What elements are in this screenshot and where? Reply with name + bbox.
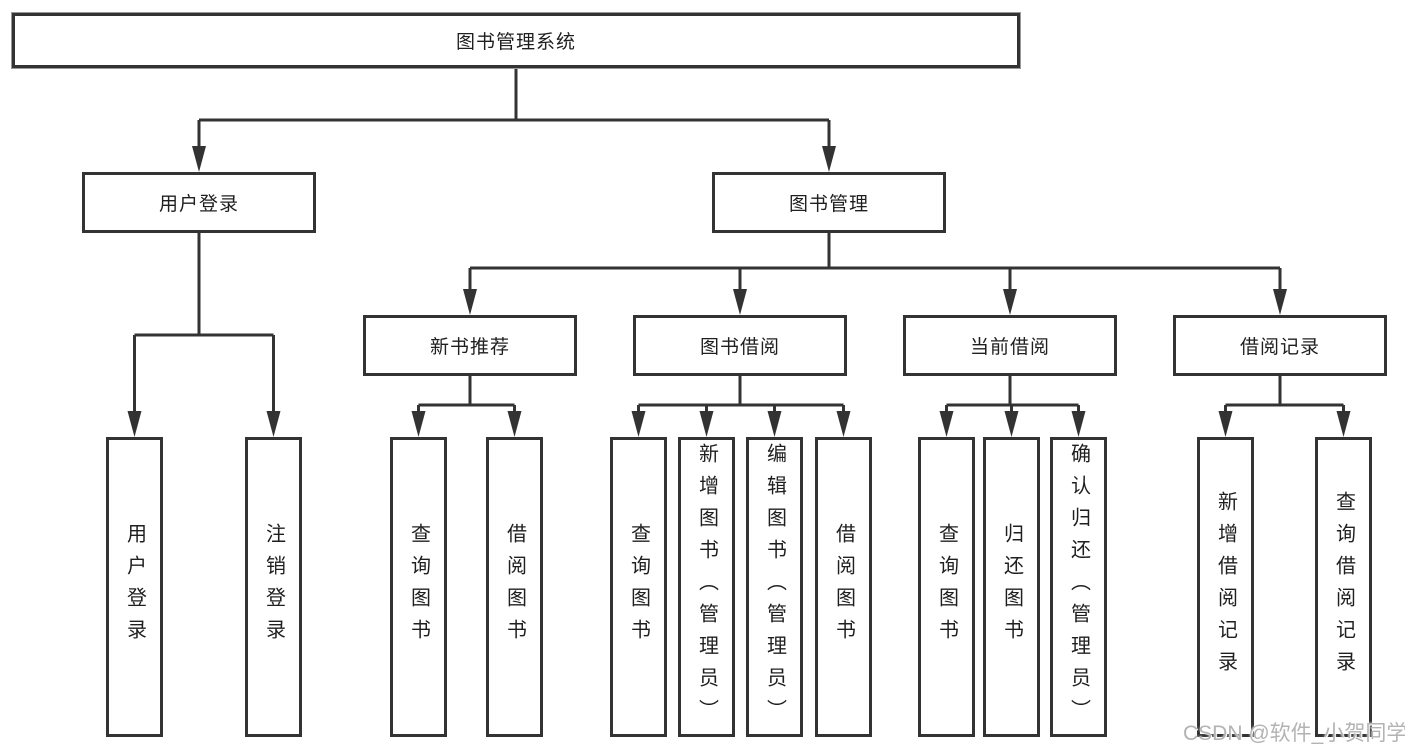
leaf-query-borrow-record: 查询借阅记录 (1315, 437, 1372, 737)
leaf-label: 查询图书 (407, 523, 430, 651)
node-label: 当前借阅 (969, 337, 1050, 358)
leaf-label: 查询借阅记录 (1332, 491, 1355, 683)
csdn-watermark: CSDN @软件_小贺同学 (1183, 722, 1405, 745)
node-label: 新书推荐 (429, 337, 510, 358)
leaf-logout: 注销登录 (245, 437, 302, 737)
node-new-book-recommend: 新书推荐 (363, 315, 577, 376)
leaf-confirm-return-admin: 确认归还（管理员） (1050, 437, 1107, 737)
arrowhead (767, 411, 782, 437)
node-borrow-records: 借阅记录 (1173, 315, 1387, 376)
arrowhead (1003, 289, 1017, 315)
leaf-label: 归还图书 (1000, 523, 1023, 651)
leaf-label: 借阅图书 (503, 523, 526, 651)
leaf-edit-book-admin: 编辑图书（管理员） (746, 437, 803, 737)
leaf-label: 注销登录 (262, 523, 285, 651)
leaf-label: 新增图书（管理员） (695, 443, 718, 731)
leaf-return-book: 归还图书 (983, 437, 1040, 737)
leaf-label: 用户登录 (123, 523, 146, 651)
leaf-add-borrow-record: 新增借阅记录 (1197, 437, 1254, 737)
leaf-label: 查询图书 (935, 523, 958, 651)
arrowhead (822, 146, 836, 172)
arrowhead (939, 411, 954, 437)
arrowhead (266, 411, 281, 437)
leaf-label: 新增借阅记录 (1214, 491, 1237, 683)
leaf-label: 编辑图书（管理员） (763, 443, 786, 731)
leaf-add-book-admin: 新增图书（管理员） (678, 437, 735, 737)
arrowhead (463, 289, 477, 315)
leaf-label: 确认归还（管理员） (1067, 443, 1090, 731)
node-label: 图书借阅 (699, 337, 780, 358)
leaf-query-book-current: 查询图书 (918, 437, 975, 737)
arrowhead (1071, 411, 1086, 437)
arrowhead (127, 411, 142, 437)
node-label: 用户登录 (158, 194, 239, 215)
arrowhead (836, 411, 851, 437)
arrowhead (192, 146, 206, 172)
node-root-library-system: 图书管理系统 (12, 13, 1020, 68)
leaf-query-book-borrow: 查询图书 (610, 437, 667, 737)
node-label: 图书管理 (788, 194, 869, 215)
leaf-query-book-recommend: 查询图书 (390, 437, 447, 737)
leaf-label: 借阅图书 (832, 523, 855, 651)
node-user-login: 用户登录 (82, 172, 316, 233)
arrowhead (1218, 411, 1233, 437)
arrowhead (1004, 411, 1019, 437)
arrowhead (1273, 289, 1287, 315)
arrowhead (1336, 411, 1351, 437)
arrowhead (699, 411, 714, 437)
node-label: 图书管理系统 (455, 32, 576, 53)
node-current-borrow: 当前借阅 (903, 315, 1117, 376)
arrowhead (507, 411, 522, 437)
node-book-management: 图书管理 (712, 172, 946, 233)
leaf-user-login: 用户登录 (106, 437, 163, 737)
leaf-borrow-book: 借阅图书 (815, 437, 872, 737)
leaf-label: 查询图书 (627, 523, 650, 651)
arrowhead (733, 289, 747, 315)
leaf-borrow-book-recommend: 借阅图书 (486, 437, 543, 737)
arrowhead (631, 411, 646, 437)
arrowhead (411, 411, 426, 437)
node-label: 借阅记录 (1239, 337, 1320, 358)
node-book-borrow: 图书借阅 (633, 315, 847, 376)
